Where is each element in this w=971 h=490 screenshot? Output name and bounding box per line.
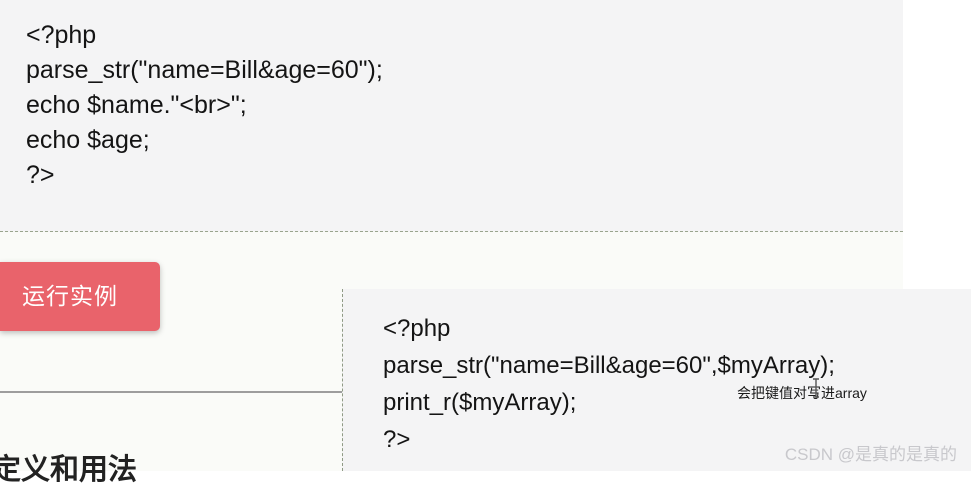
annotation-note: 会把键值对写进array <box>737 385 867 401</box>
code-block-top: <?php parse_str("name=Bill&age=60"); ech… <box>26 18 383 193</box>
watermark: CSDN @是真的是真的 <box>784 445 957 464</box>
code-line: echo $age; <box>26 126 150 154</box>
code-line: parse_str("name=Bill&age=60"); <box>26 56 383 84</box>
code-block-bottom: <?php parse_str("name=Bill&age=60",$myAr… <box>383 310 835 458</box>
code-line: ?> <box>26 161 55 189</box>
code-line: <?php <box>383 315 451 342</box>
code-line: <?php <box>26 21 97 49</box>
page-margin <box>903 0 971 289</box>
code-example-top: <?php parse_str("name=Bill&age=60"); ech… <box>0 0 903 232</box>
code-line: ?> <box>383 426 411 453</box>
code-line: parse_str("name=Bill&age=60",$myArray); <box>383 352 835 379</box>
section-divider <box>0 391 342 393</box>
code-example-bottom: <?php parse_str("name=Bill&age=60",$myAr… <box>342 289 971 471</box>
run-example-button[interactable]: 运行实例 <box>0 262 160 331</box>
code-line: echo $name."<br>"; <box>26 91 247 119</box>
text-cursor-icon <box>813 378 819 398</box>
section-heading: 定义和用法 <box>0 454 138 486</box>
code-line: print_r($myArray); <box>383 389 577 416</box>
